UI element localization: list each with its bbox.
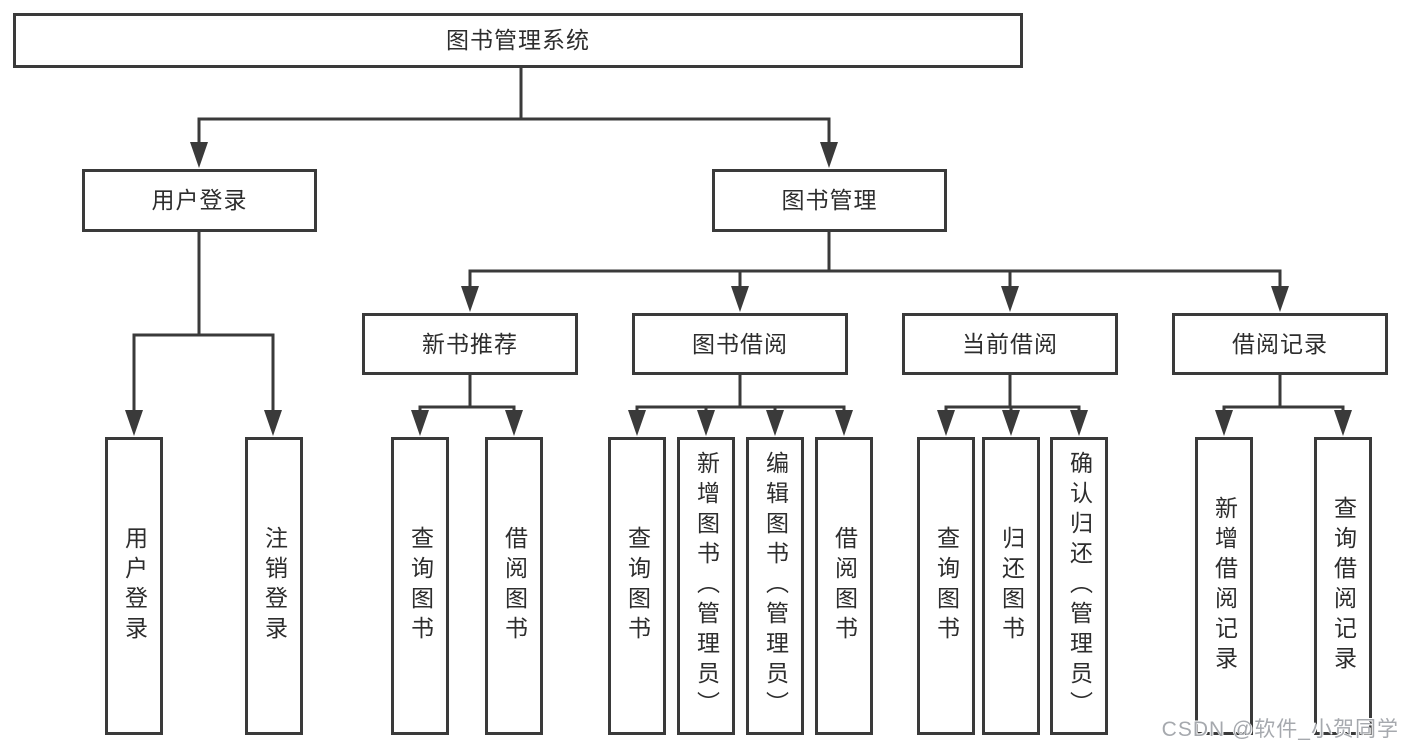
node-leaf-cb-query-book: 查询图书 [917,437,975,735]
node-leaf-nb-borrow-book: 借阅图书 [485,437,543,735]
node-label-leaf-cb-confirm-return: 确认归还（管理员） [1066,451,1093,721]
arrowhead-borrowing-split [628,410,646,436]
node-book-borrowing: 图书借阅 [632,313,848,375]
node-leaf-br-add-record: 新增借阅记录 [1195,437,1253,735]
node-label-leaf-user-login: 用户登录 [121,526,148,646]
arrowhead-current-split [1002,410,1020,436]
arrowhead-borrowing-split [697,410,715,436]
arrowhead-management-split [1271,286,1289,312]
node-label-leaf-bb-add-book: 新增图书（管理员） [693,451,720,721]
arrowhead-borrowing-split [766,410,784,436]
node-label-user-login: 用户登录 [151,187,248,213]
node-leaf-bb-edit-book: 编辑图书（管理员） [746,437,804,735]
node-leaf-user-login: 用户登录 [105,437,163,735]
node-new-book-recommend: 新书推荐 [362,313,578,375]
arrowhead-root-split [820,142,838,168]
arrowhead-management-split [731,286,749,312]
node-label-root: 图书管理系统 [446,27,590,53]
node-book-management: 图书管理 [712,169,947,232]
node-label-leaf-br-add-record: 新增借阅记录 [1211,496,1238,676]
arrowhead-root-split [190,142,208,168]
node-label-leaf-br-query-record: 查询借阅记录 [1330,496,1357,676]
node-label-leaf-logout: 注销登录 [261,526,288,646]
arrowhead-user-login-split [125,410,143,436]
node-label-leaf-nb-query-book: 查询图书 [407,526,434,646]
arrowhead-management-split [1001,286,1019,312]
node-leaf-logout: 注销登录 [245,437,303,735]
arrowhead-new-book-split [411,410,429,436]
node-user-login: 用户登录 [82,169,317,232]
node-label-book-borrowing: 图书借阅 [692,330,788,357]
arrowhead-user-login-split [264,410,282,436]
node-label-leaf-cb-return-book: 归还图书 [998,526,1025,646]
node-label-book-management: 图书管理 [781,187,878,213]
arrowhead-current-split [937,410,955,436]
arrowhead-new-book-split [505,410,523,436]
arrowhead-management-split [461,286,479,312]
node-leaf-cb-confirm-return: 确认归还（管理员） [1050,437,1108,735]
node-label-new-book-recommend: 新书推荐 [422,330,518,357]
node-leaf-cb-return-book: 归还图书 [982,437,1040,735]
arrowhead-borrowing-split [835,410,853,436]
node-label-leaf-bb-edit-book: 编辑图书（管理员） [762,451,789,721]
node-leaf-nb-query-book: 查询图书 [391,437,449,735]
arrowhead-records-split [1215,410,1233,436]
node-leaf-bb-add-book: 新增图书（管理员） [677,437,735,735]
node-label-leaf-cb-query-book: 查询图书 [933,526,960,646]
arrowhead-records-split [1334,410,1352,436]
node-label-leaf-bb-borrow-book: 借阅图书 [831,526,858,646]
node-label-leaf-bb-query-book: 查询图书 [624,526,651,646]
node-label-current-borrowing: 当前借阅 [962,330,1058,357]
node-leaf-bb-borrow-book: 借阅图书 [815,437,873,735]
arrowhead-current-split [1070,410,1088,436]
watermark: CSDN @软件_小贺同学 [1161,718,1399,741]
node-borrowing-records: 借阅记录 [1172,313,1388,375]
node-label-borrowing-records: 借阅记录 [1232,330,1328,357]
node-leaf-br-query-record: 查询借阅记录 [1314,437,1372,735]
node-current-borrowing: 当前借阅 [902,313,1118,375]
node-leaf-bb-query-book: 查询图书 [608,437,666,735]
node-root: 图书管理系统 [13,13,1023,68]
node-label-leaf-nb-borrow-book: 借阅图书 [501,526,528,646]
